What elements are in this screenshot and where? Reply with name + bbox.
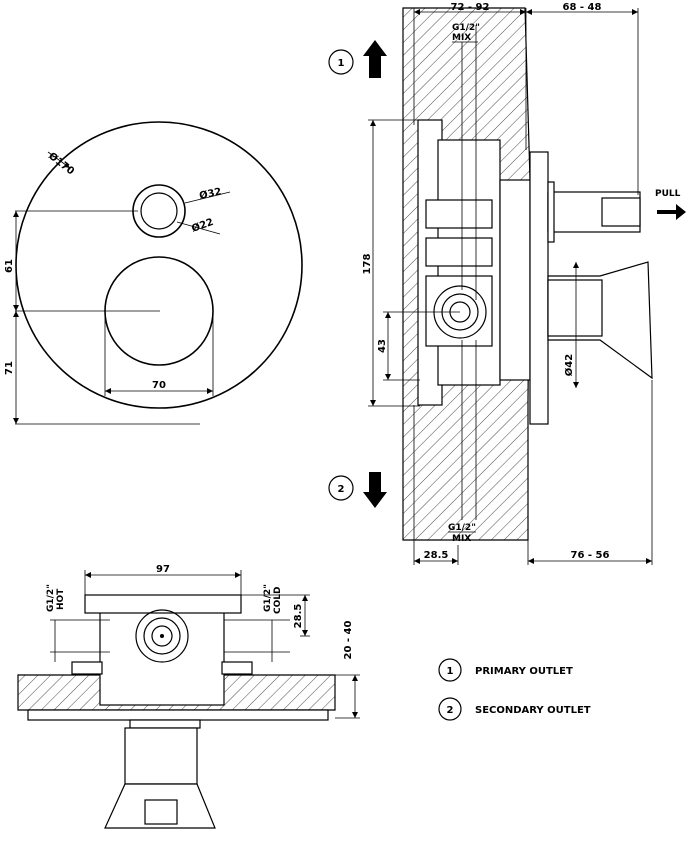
- svg-text:MIX: MIX: [452, 33, 471, 43]
- dim-knob-outer: Ø32: [198, 186, 222, 202]
- legend: 1 PRIMARY OUTLET 2 SECONDARY OUTLET: [438, 658, 591, 721]
- dim-outer-diameter: Ø170: [46, 150, 77, 178]
- legend-1-number: 1: [447, 666, 454, 677]
- svg-text:HOT: HOT: [56, 588, 66, 610]
- legend-2-label: SECONDARY OUTLET: [475, 705, 591, 716]
- front-view: 61 71 70 Ø170 Ø32 Ø22: [4, 121, 303, 425]
- side-section: 72 - 92 68 - 48 G1/2" MIX 178 43 Ø42 PUL…: [328, 2, 686, 565]
- dim-lower-height: 71: [4, 361, 15, 375]
- dim-top-right: 68 - 48: [563, 2, 602, 13]
- knob-inner-ring: [140, 192, 178, 230]
- legend-1-circle: [438, 658, 462, 682]
- svg-text:MIX: MIX: [452, 534, 471, 544]
- dim-bottom-right: 76 - 56: [571, 550, 610, 561]
- dim-side-depth: 28.5: [293, 604, 304, 629]
- label-pull: PULL: [655, 189, 681, 199]
- dim-outlet-offset: 43: [377, 339, 388, 353]
- callout-1-circle: [328, 49, 354, 75]
- legend-2-number: 2: [447, 705, 454, 716]
- dim-body-height: 178: [362, 254, 373, 275]
- top-view: 97 G1/2" HOT G1/2" COLD 28.5 20 - 40: [17, 564, 360, 829]
- callout-2-circle: [328, 475, 354, 501]
- arrow-down-icon: [363, 472, 387, 508]
- dim-body-width: 97: [156, 564, 170, 575]
- pull-arrow-icon: [657, 204, 686, 220]
- dim-upper-height: 61: [4, 259, 15, 273]
- label-mix-top: G1/2": [452, 23, 480, 33]
- dim-top-width: 72 - 92: [451, 2, 490, 13]
- label-hot: G1/2": [46, 584, 56, 612]
- arrow-up-icon: [363, 40, 387, 78]
- legend-2-circle: [438, 697, 462, 721]
- dim-wall-range: 20 - 40: [343, 620, 354, 659]
- label-cold: G1/2": [263, 584, 273, 612]
- dim-spout-diameter: Ø42: [563, 354, 575, 376]
- svg-text:COLD: COLD: [273, 587, 283, 614]
- dim-wall-depth: 28.5: [424, 550, 449, 561]
- svg-text:2: 2: [338, 484, 345, 495]
- legend-1-label: PRIMARY OUTLET: [475, 666, 573, 677]
- svg-text:1: 1: [338, 58, 345, 69]
- dim-handle-width: 70: [152, 380, 166, 391]
- label-mix-bottom: G1/2": [448, 523, 476, 533]
